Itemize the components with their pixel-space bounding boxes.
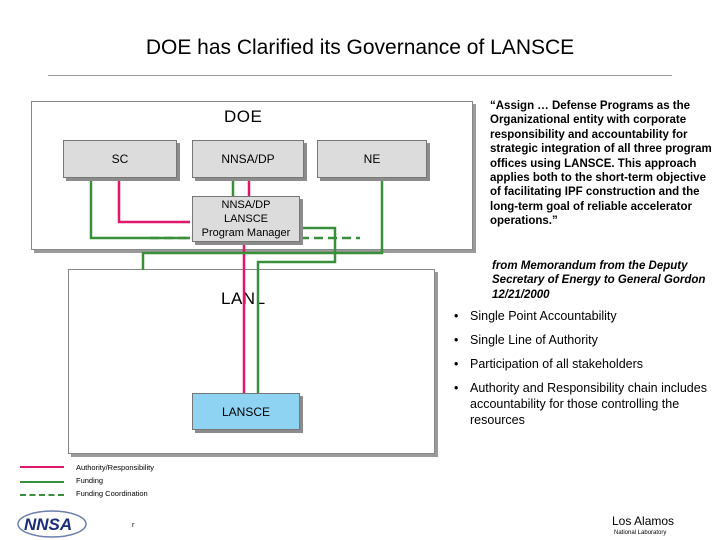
bullet-icon: • [454, 381, 459, 395]
nnsa-dp-node: NNSA/DP [192, 140, 304, 178]
list-item-text: Authority and Responsibility chain inclu… [470, 381, 707, 427]
page-title: DOE has Clarified its Governance of LANS… [145, 36, 575, 59]
program-manager-node-label: NNSA/DP LANSCE Program Manager [201, 199, 291, 239]
legend-funding-coordination-label: Funding Coordination [76, 489, 148, 498]
memo-quote: “Assign … Defense Programs as the Organi… [490, 100, 712, 228]
funding-line-pm [256, 226, 337, 393]
lansce-node-label: LANSCE [221, 404, 271, 419]
legend-authority-label: Authority/Responsibility [76, 463, 154, 472]
program-manager-node: NNSA/DP LANSCE Program Manager [192, 196, 300, 242]
nnsa-dp-node-label: NNSA/DP [221, 152, 275, 166]
list-item: • Authority and Responsibility chain incl… [452, 380, 712, 428]
principles-list: • Single Point Accountability • Single Lin… [452, 308, 712, 436]
authority-line-sc [117, 178, 190, 224]
page-mark: r [132, 522, 135, 529]
list-item: • Single Line of Authority [452, 332, 712, 348]
memo-citation: from Memorandum from the Deputy Secretar… [492, 260, 706, 301]
los-alamos-wordmark: Los Alamos [612, 514, 675, 528]
bullet-icon: • [454, 309, 459, 323]
legend-authority-swatch [20, 466, 64, 468]
sc-node: SC [63, 140, 177, 178]
svg-text:NNSA: NNSA [24, 515, 72, 534]
legend-funding-swatch [20, 481, 64, 483]
list-item: • Single Point Accountability [452, 308, 712, 324]
funding-line-sc [89, 178, 190, 240]
list-item-text: Single Line of Authority [470, 333, 598, 347]
ne-node-label: NE [363, 152, 381, 166]
legend-funding-coordination-swatch [20, 494, 64, 496]
lansce-node: LANSCE [192, 393, 300, 430]
bullet-icon: • [454, 357, 459, 371]
list-item-text: Participation of all stakeholders [470, 357, 644, 371]
title-divider [48, 75, 672, 76]
ne-node: NE [317, 140, 427, 178]
nnsa-logo-icon: NNSA [17, 510, 87, 538]
funding-line-ne [141, 178, 384, 270]
sc-node-label: SC [111, 152, 129, 166]
doe-label: DOE [224, 107, 263, 126]
legend-funding-label: Funding [76, 476, 104, 485]
bullet-icon: • [454, 333, 459, 347]
list-item-text: Single Point Accountability [470, 309, 617, 323]
list-item: • Participation of all stakeholders [452, 356, 712, 372]
los-alamos-subtitle: National Laboratory [614, 530, 667, 536]
